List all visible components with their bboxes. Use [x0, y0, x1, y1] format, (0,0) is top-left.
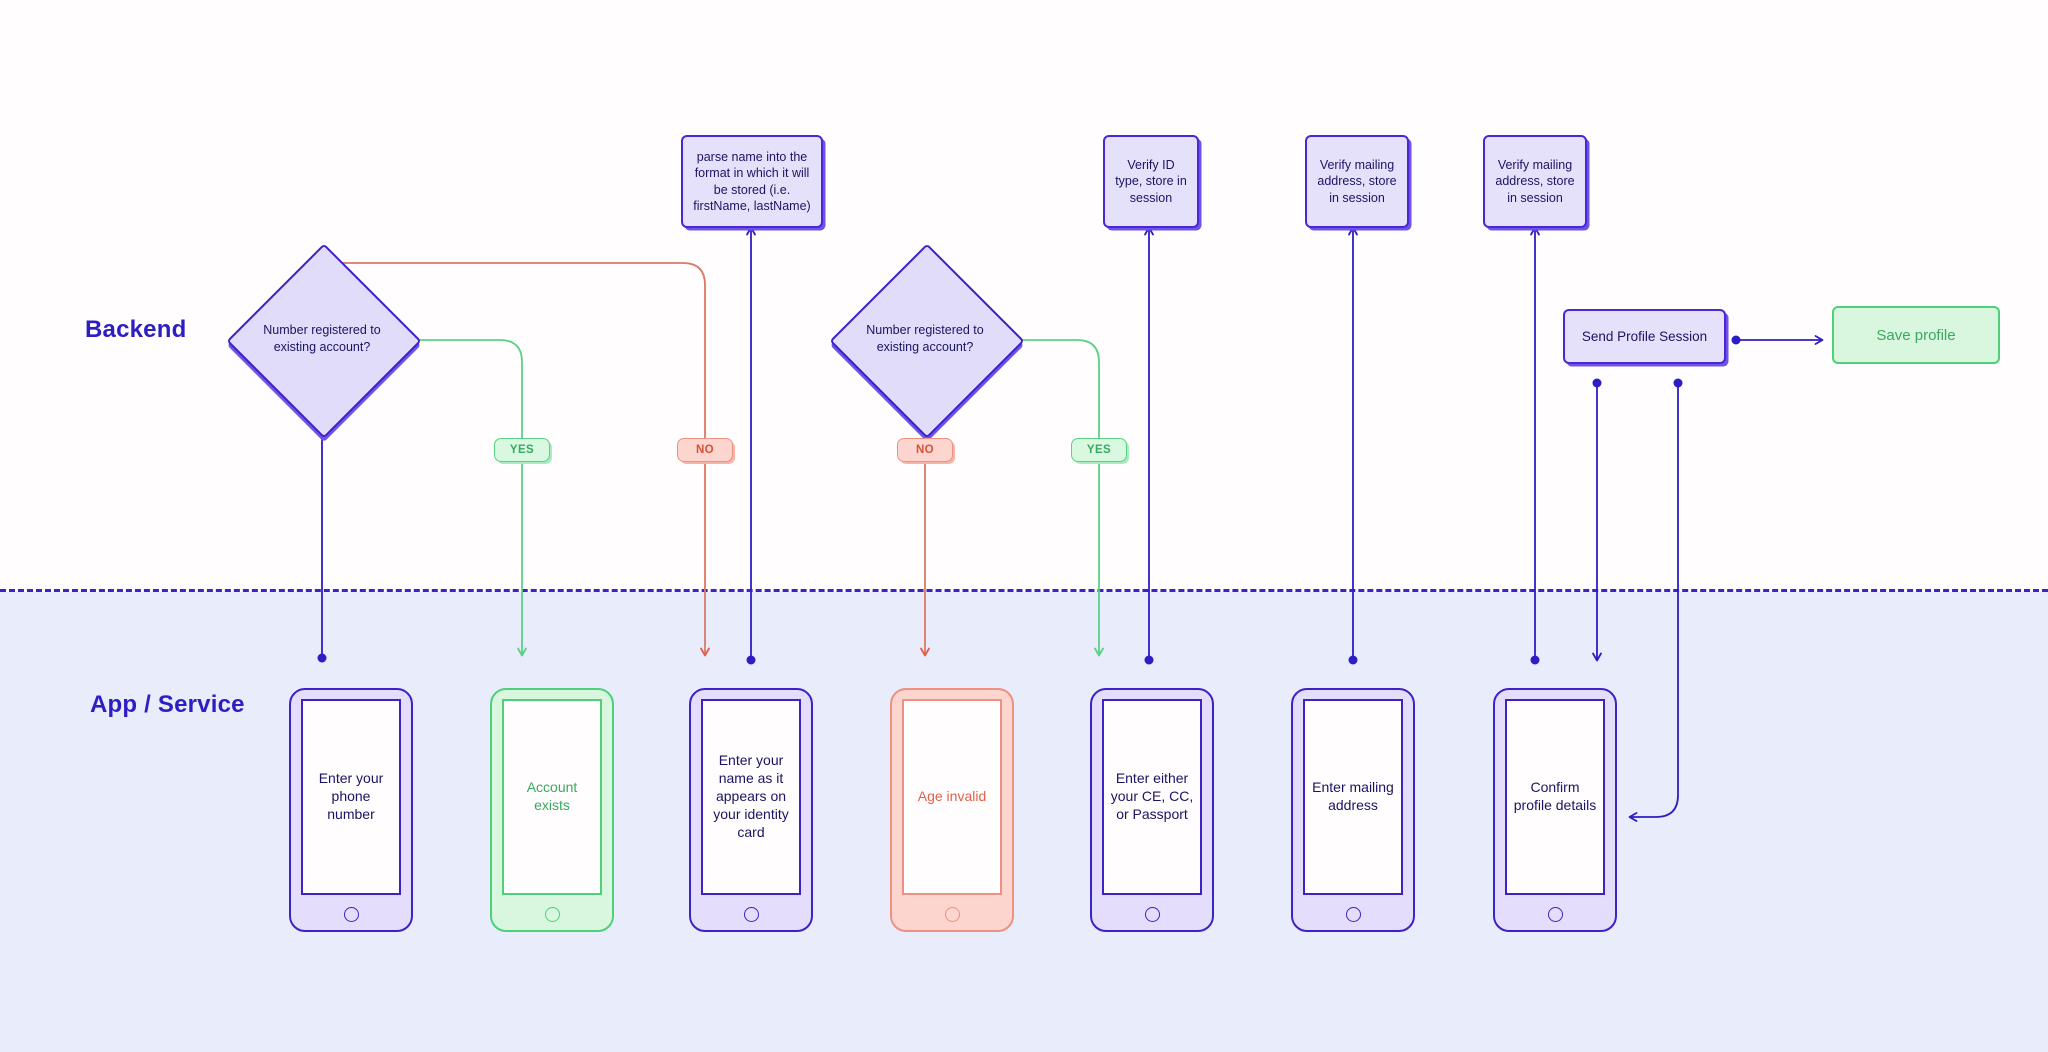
process-box-parse-name[interactable]: parse name into the format in which it w…	[681, 135, 823, 228]
phone-enter-name[interactable]: Enter your name as it appears on your id…	[689, 688, 813, 932]
phone-enter-phone-number[interactable]: Enter your phone number	[289, 688, 413, 932]
phone-screen-text: Enter either your CE, CC, or Passport	[1102, 699, 1202, 895]
phone-age-invalid[interactable]: Age invalid	[890, 688, 1014, 932]
home-button-icon[interactable]	[1547, 907, 1563, 922]
lane-label-backend: Backend	[85, 316, 187, 343]
home-button-icon[interactable]	[944, 907, 960, 922]
home-button-icon[interactable]	[1345, 907, 1361, 922]
terminal-box-save-profile[interactable]: Save profile	[1832, 306, 2000, 364]
home-button-icon[interactable]	[544, 907, 560, 922]
home-button-icon[interactable]	[743, 907, 759, 922]
lane-label-app-service: App / Service	[90, 691, 245, 718]
process-box-verify-mailing-address-1[interactable]: Verify mailing address, store in session	[1305, 135, 1409, 228]
phone-enter-id-document[interactable]: Enter either your CE, CC, or Passport	[1090, 688, 1214, 932]
process-box-send-profile-session[interactable]: Send Profile Session	[1563, 309, 1726, 364]
branch-label-yes-1: YES	[494, 438, 550, 462]
branch-label-no-2: NO	[897, 438, 953, 462]
decision-number-registered-1[interactable]: Number registered to existing account?	[226, 243, 422, 439]
decision-number-registered-2[interactable]: Number registered to existing account?	[829, 243, 1025, 439]
home-button-icon[interactable]	[343, 907, 359, 922]
phone-screen-text: Confirm profile details	[1505, 699, 1605, 895]
lane-divider	[0, 589, 2048, 592]
phone-screen-text: Enter your phone number	[301, 699, 401, 895]
process-box-verify-mailing-address-2[interactable]: Verify mailing address, store in session	[1483, 135, 1587, 228]
process-box-verify-id-type[interactable]: Verify ID type, store in session	[1103, 135, 1199, 228]
decision-label: Number registered to existing account?	[263, 323, 381, 354]
phone-screen-text: Age invalid	[902, 699, 1002, 895]
phone-enter-mailing-address[interactable]: Enter mailing address	[1291, 688, 1415, 932]
phone-screen-text: Enter mailing address	[1303, 699, 1403, 895]
branch-label-yes-2: YES	[1071, 438, 1127, 462]
phone-account-exists[interactable]: Account exists	[490, 688, 614, 932]
branch-label-no-1: NO	[677, 438, 733, 462]
decision-label: Number registered to existing account?	[866, 323, 984, 354]
phone-screen-text: Enter your name as it appears on your id…	[701, 699, 801, 895]
home-button-icon[interactable]	[1144, 907, 1160, 922]
phone-confirm-profile-details[interactable]: Confirm profile details	[1493, 688, 1617, 932]
wire-send-profile-session-to-save-profile	[1731, 335, 1824, 345]
phone-screen-text: Account exists	[502, 699, 602, 895]
